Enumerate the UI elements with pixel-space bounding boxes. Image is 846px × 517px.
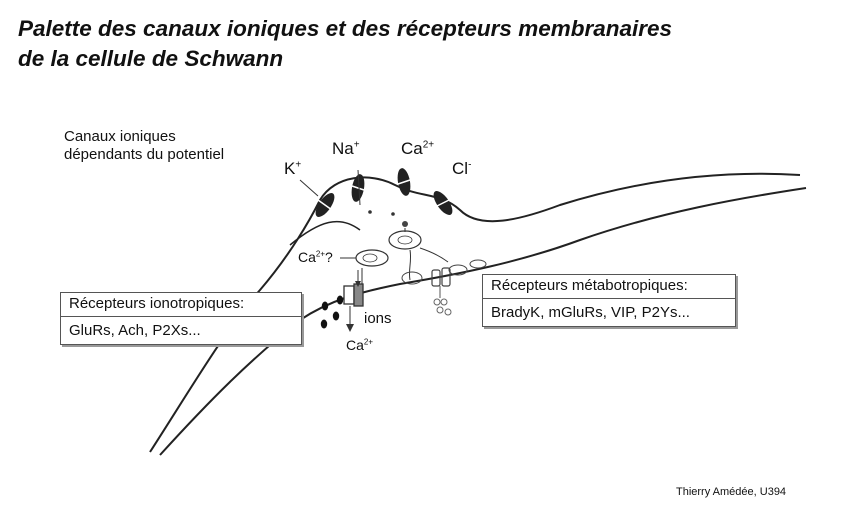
title-line-2: de la cellule de Schwann [18,46,284,71]
na-channel-icon [351,174,365,202]
na-ion-dot [368,210,372,214]
ion-label-cl: Cl- [452,159,472,178]
author-credit: Thierry Amédée, U394 [676,486,787,498]
na-flux-arrow [357,169,361,206]
ion-label-ca-inner: Ca2+? [298,249,333,265]
ca-channel-icon [397,168,411,196]
ca-ion-dot [391,212,395,216]
cl-channel-icon [433,191,453,215]
metabotropic-receptors-header: Récepteurs métabotropiques: [483,275,735,299]
ionotropic-receptor-icon [343,270,364,332]
ionotropic-receptors-list: GluRs, Ach, P2Xs... [69,322,201,339]
ion-label-ca-bottom: Ca2+ [346,337,374,353]
ionotropic-receptors-box: Récepteurs ionotropiques: GluRs, Ach, P2… [60,292,302,345]
ion-label-ca-top: Ca2+ [401,139,435,158]
calcium-store-organelle-2-inner [397,235,413,245]
calcium-store-organelle-1 [355,249,389,267]
signal-arrow-4 [408,249,412,281]
cell-process-upper [289,220,361,246]
k-flux-arrow [299,179,319,197]
calcium-store-organelle-2 [388,230,422,250]
metabotropic-receptors-list: BradyK, mGluRs, VIP, P2Ys... [491,304,690,321]
voltage-gated-channels-label: Canaux ioniques dépendants du potentiel [64,128,225,163]
page-title: Palette des canaux ioniques et des récep… [18,14,838,74]
k-channel-icon [315,193,335,217]
ion-label-k: K+ [284,159,302,178]
title-line-1: Palette des canaux ioniques et des récep… [18,16,673,41]
ion-label-na: Na+ [332,139,360,158]
agonist-molecules-icon [320,295,344,329]
metabotropic-receptor-icon [401,259,487,316]
ions-label: ions [364,310,392,327]
cell-inner-outline [159,187,807,456]
calcium-store-organelle-1-inner [362,253,378,263]
ionotropic-receptors-header: Récepteurs ionotropiques: [61,293,301,317]
second-messenger-dot [402,221,408,227]
signal-arrow-5 [419,247,449,263]
metabotropic-receptors-box: Récepteurs métabotropiques: BradyK, mGlu… [482,274,736,327]
